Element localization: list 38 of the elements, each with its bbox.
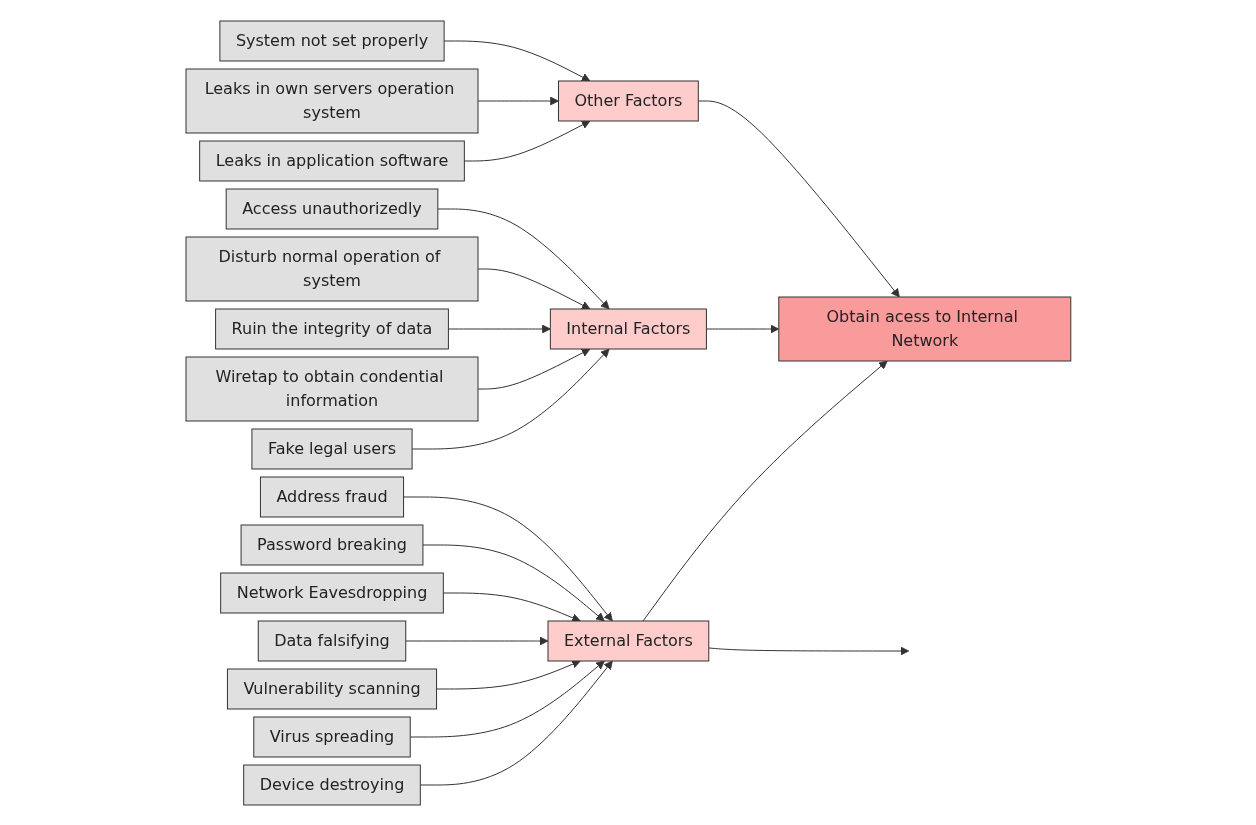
arrow [463, 120, 590, 161]
node-box: Network Eavesdropping [219, 572, 444, 613]
arrow [705, 324, 779, 333]
arrow [642, 360, 888, 621]
node-box: Leaks in own servers operation system [185, 68, 479, 133]
arrow [404, 636, 548, 645]
node-box: System not set properly [219, 20, 445, 61]
arrow [442, 592, 581, 622]
node-box: Fake legal users [251, 428, 413, 469]
arrow [443, 40, 590, 81]
arrow [422, 544, 605, 621]
arrow [419, 660, 613, 785]
node-box: Device destroying [242, 764, 421, 805]
node-box: Password breaking [240, 524, 424, 565]
node-box: Disturb normal operation of system [185, 236, 479, 301]
arrow [697, 100, 900, 297]
arrow [402, 496, 613, 621]
node-box: External Factors [547, 620, 709, 661]
arrow [436, 208, 610, 309]
arrow [477, 348, 590, 389]
arrow [411, 348, 610, 449]
node-box: Data falsifying [257, 620, 406, 661]
arrow [409, 660, 605, 737]
node-box: Vulnerability scanning [226, 668, 437, 709]
node-box: Virus spreading [252, 716, 411, 757]
arrow [447, 324, 551, 333]
node-box: Access unauthorizedly [225, 188, 438, 229]
arrow [435, 659, 581, 689]
node-box: Address fraud [259, 476, 404, 517]
arrow [477, 268, 590, 309]
node-box: Other Factors [557, 80, 699, 121]
node-box: Obtain acess to Internal Network [777, 296, 1071, 361]
node-box: Wiretap to obtain condential information [185, 356, 479, 421]
node-box: Ruin the integrity of data [214, 308, 449, 349]
arrow [707, 646, 909, 655]
node-box: Leaks in application software [198, 140, 465, 181]
arrow [477, 96, 559, 105]
node-box: Internal Factors [549, 308, 707, 349]
